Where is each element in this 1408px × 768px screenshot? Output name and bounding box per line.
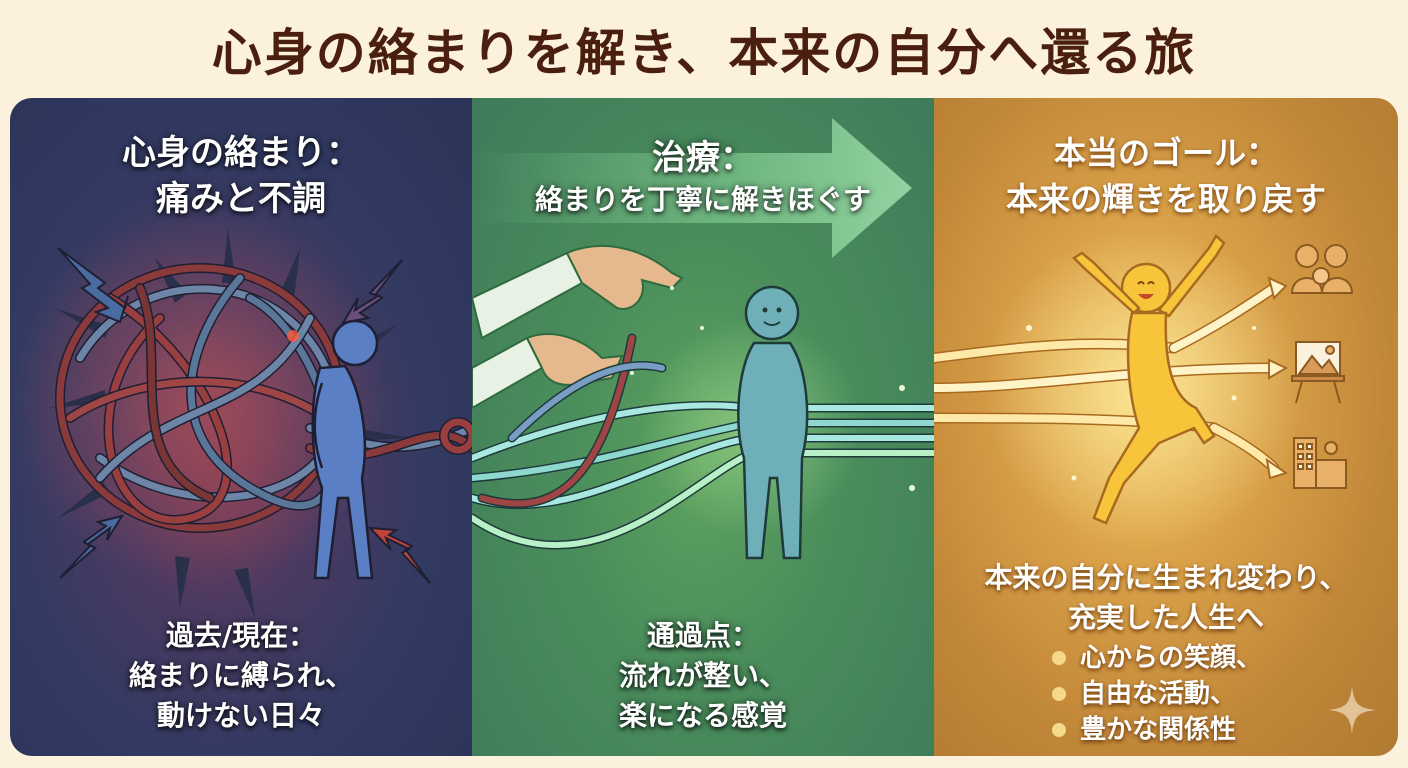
panel-treatment-heading-line1: 治療： [652, 138, 754, 178]
family-icon [1290, 244, 1354, 294]
caption-line: 楽になる感覚 [618, 699, 787, 732]
bullet-dot-icon [1052, 687, 1066, 701]
panel-treatment-heading: 治療： 絡まりを丁寧に解きほぐす [472, 136, 934, 220]
office-building-desk-icon [1293, 437, 1347, 489]
caption-line: 充実した人生へ [1067, 601, 1264, 634]
bullet-item: 豊かな関係性 [1052, 712, 1262, 748]
bullet-text: 豊かな関係性 [1080, 715, 1237, 745]
sparkle-icon [1328, 686, 1376, 734]
journey-panels: 心身の絡まり： 痛みと不調 過去/現在： 絡まりに縛られ、 動けない日々 [10, 98, 1398, 756]
tangled-ball-illustration [10, 208, 472, 618]
panel-past-heading-line1: 心身の絡まり： [122, 133, 360, 173]
bullet-dot-icon [1052, 723, 1066, 737]
panel-treatment-heading-line2: 絡まりを丁寧に解きほぐす [534, 183, 871, 216]
caption-line: 動けない日々 [156, 699, 325, 732]
panel-treatment-caption: 通過点： 流れが整い、 楽になる感覚 [472, 616, 934, 736]
joyful-figure-illustration [934, 228, 1354, 548]
panel-past-caption: 過去/現在： 絡まりに縛られ、 動けない日々 [10, 616, 472, 736]
bullet-item: 心からの笑顔、 [1052, 640, 1262, 676]
caption-line: 流れが整い、 [618, 659, 787, 692]
panel-goal: 本当のゴール： 本来の輝きを取り戻す 本来の自分に生まれ変わり、 充実した人生へ… [934, 98, 1398, 756]
easel-painting-icon [1291, 341, 1345, 404]
caption-line: 通過点： [646, 619, 759, 652]
bullet-text: 心からの笑顔、 [1080, 643, 1263, 673]
progress-arrow-icon [472, 118, 912, 258]
panel-past: 心身の絡まり： 痛みと不調 過去/現在： 絡まりに縛られ、 動けない日々 [10, 98, 472, 756]
bullet-item: 自由な活動、 [1052, 676, 1262, 712]
caption-line: 絡まりに縛られ、 [128, 659, 354, 692]
caption-line: 過去/現在： [165, 619, 317, 652]
page-title: 心身の絡まりを解き、本来の自分へ還る旅 [211, 24, 1197, 82]
panel-goal-heading: 本当のゴール： 本来の輝きを取り戻す [934, 130, 1398, 222]
panel-goal-caption: 本来の自分に生まれ変わり、 充実した人生へ [934, 558, 1398, 638]
panel-treatment: 治療： 絡まりを丁寧に解きほぐす 通過点： 流れが整い、 楽になる感覚 [472, 98, 934, 756]
bullet-text: 自由な活動、 [1080, 679, 1237, 709]
panel-goal-heading-line1: 本当のゴール： [1053, 134, 1278, 172]
panel-past-heading-line2: 痛みと不調 [156, 179, 326, 219]
goal-bullet-list: 心からの笑顔、 自由な活動、 豊かな関係性 [1052, 640, 1262, 748]
panel-past-heading: 心身の絡まり： 痛みと不調 [10, 130, 472, 222]
caption-line: 本来の自分に生まれ変わり、 [984, 561, 1348, 594]
panel-goal-heading-line2: 本来の輝きを取り戻す [1005, 180, 1326, 218]
untangling-illustration [472, 118, 934, 560]
bullet-dot-icon [1052, 651, 1066, 665]
